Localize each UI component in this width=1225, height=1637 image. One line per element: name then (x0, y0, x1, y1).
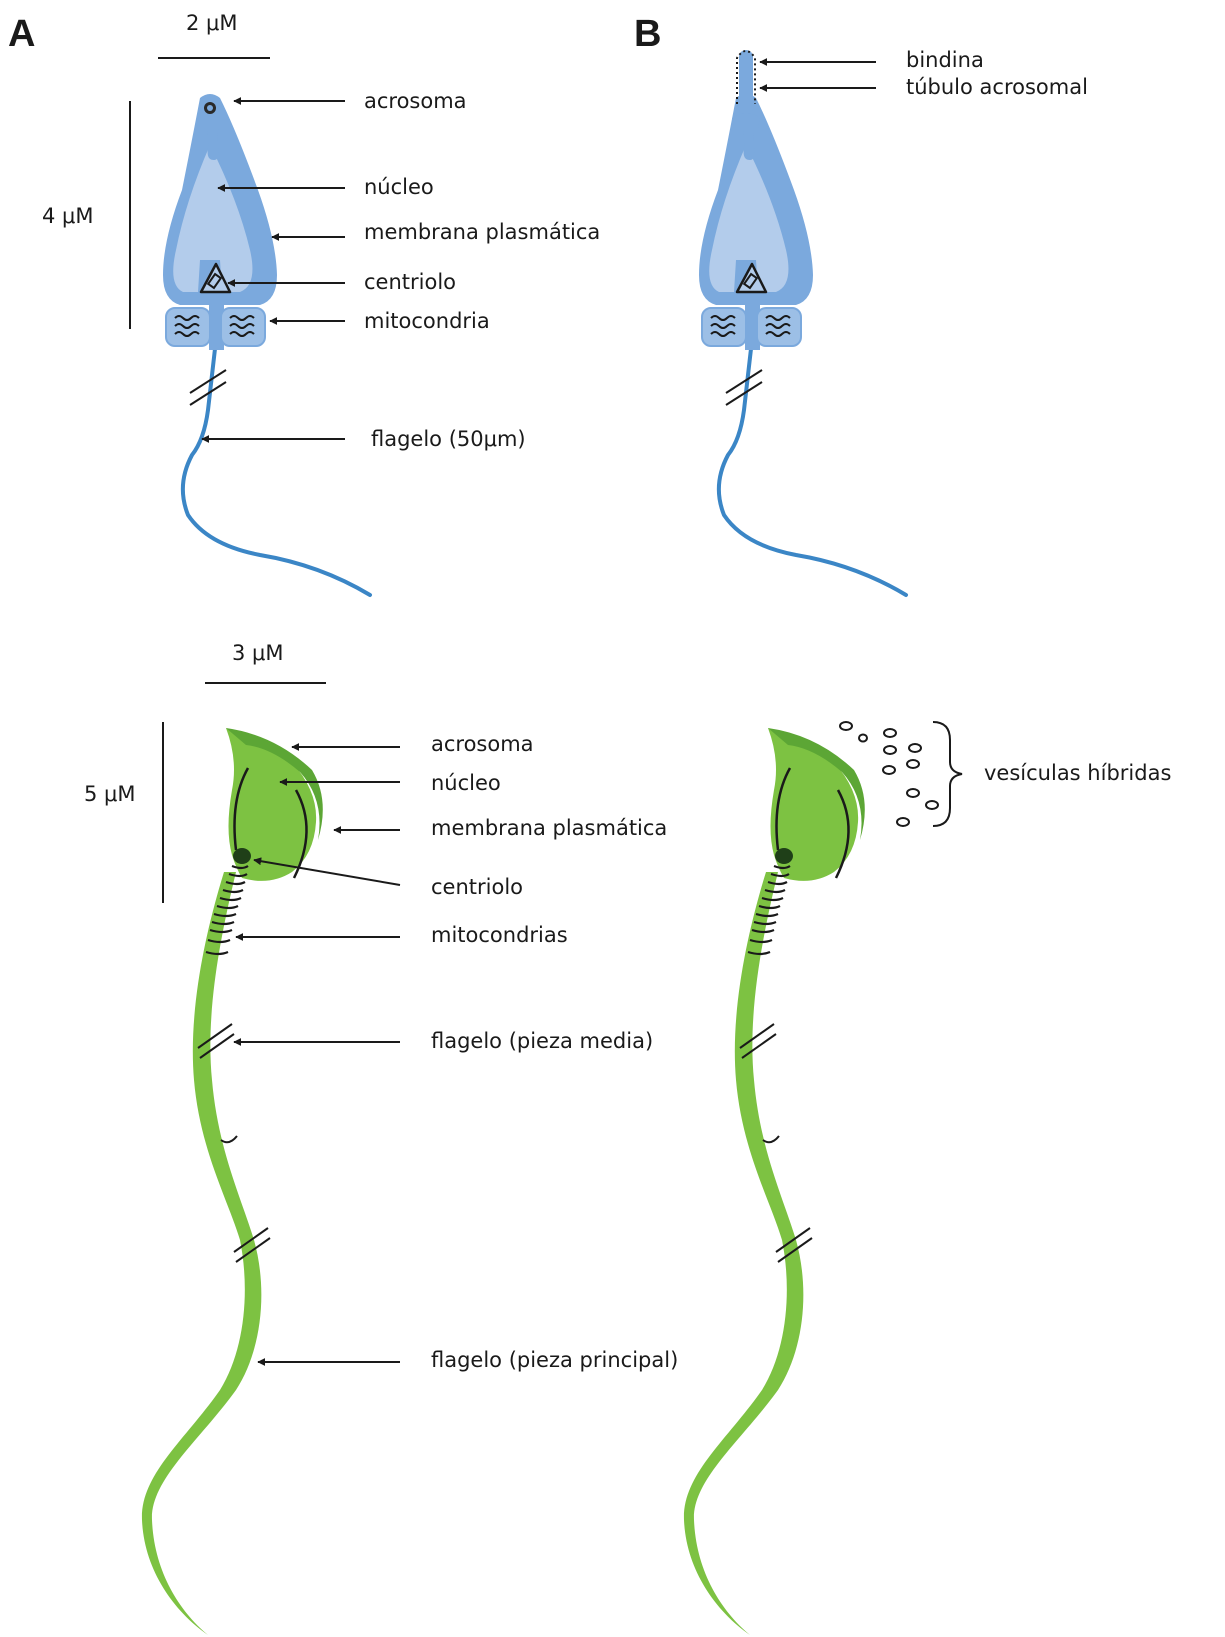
label-m-nucleus: núcleo (431, 771, 501, 795)
break-mark (726, 370, 762, 393)
label-bindin: bindina (906, 48, 984, 72)
acrosomal-tubule (739, 50, 753, 116)
bottom-length-bar-label: 5 μM (84, 782, 136, 806)
label-acrosome: acrosoma (364, 89, 467, 113)
flagellum-b (719, 340, 906, 595)
panel-label-b: B (634, 13, 661, 55)
mammalian-sperm-reacted (684, 728, 865, 1635)
label-hybrid-vesicles: vesículas híbridas (984, 761, 1171, 785)
label-flagellum: flagelo (50μm) (371, 427, 526, 451)
label-centriole: centriolo (364, 270, 456, 294)
label-m-midpiece: flagelo (pieza media) (431, 1029, 653, 1053)
label-nucleus: núcleo (364, 175, 434, 199)
label-m-principal-piece: flagelo (pieza principal) (431, 1348, 678, 1372)
bottom-scale-bar-label: 3 μM (232, 641, 284, 665)
label-m-mitochondria: mitocondrias (431, 923, 568, 947)
vesicles-brace (933, 722, 962, 826)
break-mark (190, 370, 226, 393)
sea-urchin-sperm-b (699, 50, 906, 595)
panel-label-a: A (8, 13, 35, 55)
flagellum-a (183, 340, 370, 595)
label-m-centriole: centriolo (431, 875, 523, 899)
label-m-acrosome: acrosoma (431, 732, 534, 756)
mammalian-sperm-intact (142, 728, 323, 1635)
label-acrosomal-tubule: túbulo acrosomal (906, 75, 1088, 99)
label-m-membrane: membrana plasmática (431, 816, 667, 840)
label-membrane: membrana plasmática (364, 220, 600, 244)
top-length-bar-label: 4 μM (42, 204, 94, 228)
sea-urchin-sperm-a (163, 94, 370, 595)
label-mitochondria: mitocondria (364, 309, 490, 333)
top-scale-bar-label: 2 μM (186, 11, 238, 35)
